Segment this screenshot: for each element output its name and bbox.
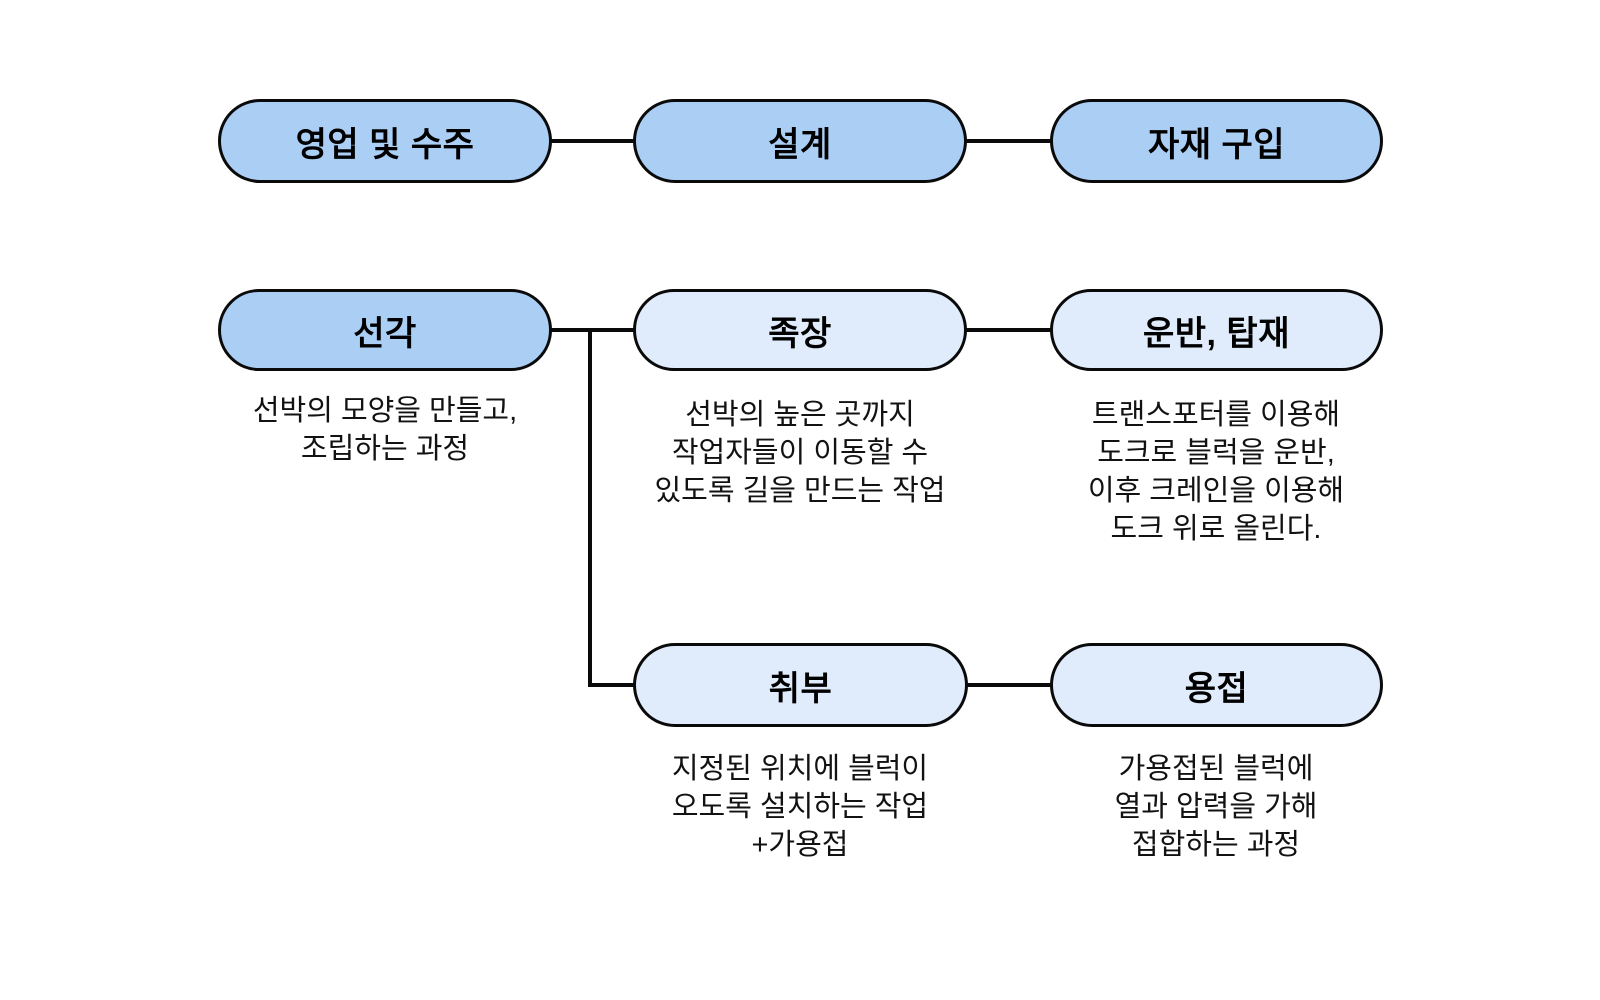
description-line: 접합하는 과정 xyxy=(1131,829,1301,861)
connector-fitting-welding xyxy=(966,683,1052,687)
description-hull: 선박의 모양을 만들고, 조립하는 과정 xyxy=(165,392,605,468)
description-line: 선박의 높은 곳까지 xyxy=(685,399,915,431)
node-scaffolding: 족장 xyxy=(633,289,967,371)
node-sales-order: 영업 및 수주 xyxy=(218,99,552,183)
description-line: +가용접 xyxy=(751,829,849,861)
description-line: 도크로 블럭을 운반, xyxy=(1097,437,1335,469)
description-line: 트랜스포터를 이용해 xyxy=(1091,399,1341,431)
node-hull: 선각 xyxy=(218,289,552,371)
description-transport-loading: 트랜스포터를 이용해 도크로 블럭을 운반, 이후 크레인을 이용해 도크 위로… xyxy=(1016,396,1416,548)
node-fitting: 취부 xyxy=(633,643,968,727)
connector-sales-design xyxy=(550,139,635,143)
description-scaffolding: 선박의 높은 곳까지 작업자들이 이동할 수 있도록 길을 만드는 작업 xyxy=(600,396,1000,510)
connector-hull-scaffold xyxy=(550,328,635,332)
description-line: 오도록 설치하는 작업 xyxy=(671,791,929,823)
connector-scaffold-transport xyxy=(965,328,1052,332)
connector-branch-fitting xyxy=(588,683,635,687)
description-line: 지정된 위치에 블럭이 xyxy=(671,753,929,785)
description-line: 작업자들이 이동할 수 xyxy=(671,437,929,469)
node-welding: 용접 xyxy=(1050,643,1383,727)
description-line: 있도록 길을 만드는 작업 xyxy=(654,475,946,507)
description-line: 선박의 모양을 만들고, xyxy=(252,395,518,427)
description-line: 열과 압력을 가해 xyxy=(1114,791,1318,823)
description-welding: 가용접된 블럭에 열과 압력을 가해 접합하는 과정 xyxy=(1016,750,1416,864)
connector-design-material xyxy=(965,139,1052,143)
description-line: 가용접된 블럭에 xyxy=(1118,753,1314,785)
connector-hull-branch-vertical xyxy=(588,330,592,687)
node-transport-loading: 운반, 탑재 xyxy=(1050,289,1383,371)
node-design: 설계 xyxy=(633,99,967,183)
description-fitting: 지정된 위치에 블럭이 오도록 설치하는 작업 +가용접 xyxy=(600,750,1000,864)
description-line: 조립하는 과정 xyxy=(300,433,470,465)
description-line: 도크 위로 올린다. xyxy=(1110,513,1322,545)
node-material-purchase: 자재 구입 xyxy=(1050,99,1383,183)
description-line: 이후 크레인을 이용해 xyxy=(1087,475,1345,507)
